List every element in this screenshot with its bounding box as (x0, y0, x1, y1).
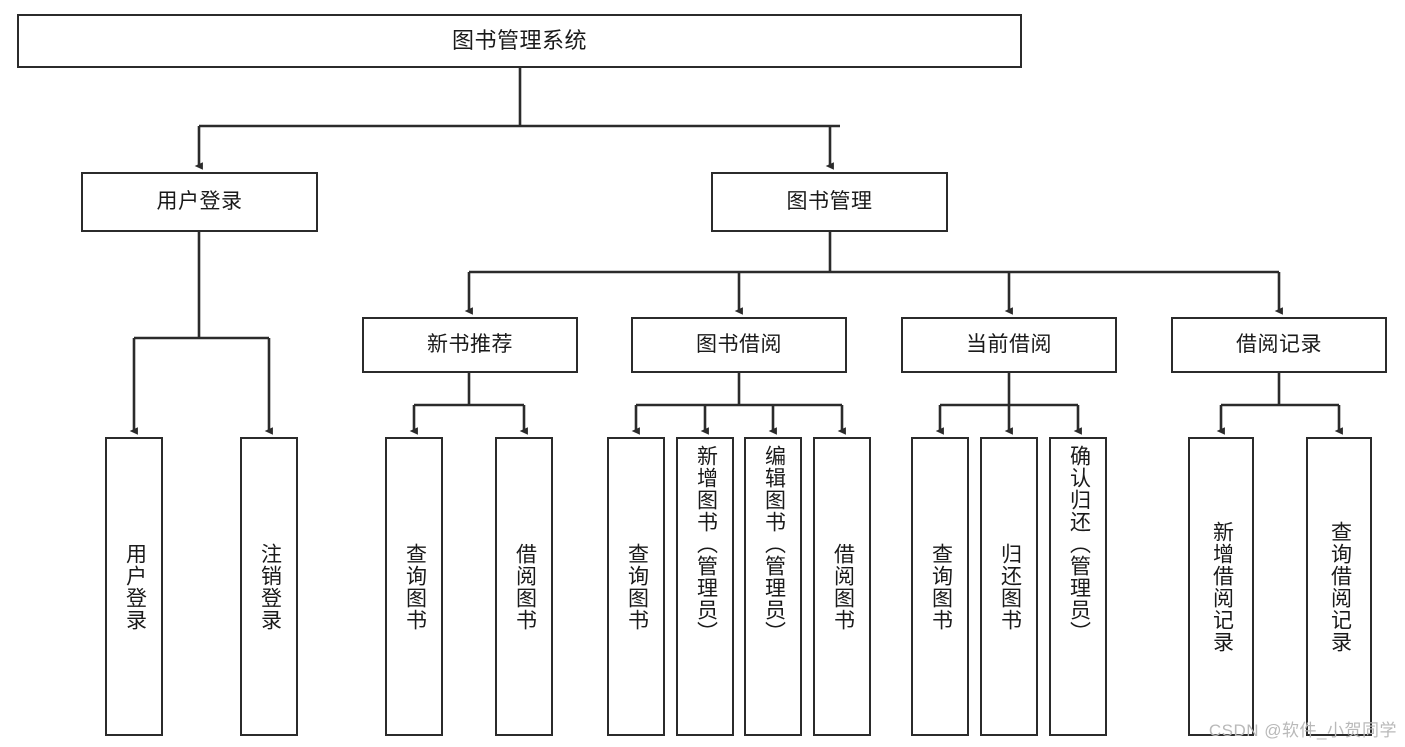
leaf-label: 编辑图书（管理员） (762, 445, 786, 643)
node-label: 图书管理 (786, 190, 873, 214)
node-current-borrow[interactable]: 当前借阅 (901, 317, 1117, 373)
node-book-management[interactable]: 图书管理 (711, 172, 948, 232)
leaf-label: 新增图书（管理员） (694, 445, 718, 643)
leaf-borrowrecord-add-record[interactable]: 新增借阅记录 (1188, 437, 1254, 736)
leaf-borrowrecord-query-record[interactable]: 查询借阅记录 (1306, 437, 1372, 736)
node-root-book-management-system[interactable]: 图书管理系统 (17, 14, 1022, 68)
leaf-bookborrow-query-book[interactable]: 查询图书 (607, 437, 665, 736)
leaf-user-login[interactable]: 用户登录 (105, 437, 163, 736)
leaf-label: 查询图书 (625, 542, 649, 631)
leaf-bookborrow-add-book-admin[interactable]: 新增图书（管理员） (676, 437, 734, 736)
leaf-newbook-borrow-book[interactable]: 借阅图书 (495, 437, 553, 736)
leaf-bookborrow-edit-book-admin[interactable]: 编辑图书（管理员） (744, 437, 802, 736)
node-label: 图书管理系统 (451, 27, 587, 53)
leaf-logout[interactable]: 注销登录 (240, 437, 298, 736)
leaf-label: 用户登录 (123, 542, 147, 631)
leaf-label: 借阅图书 (513, 542, 537, 631)
leaf-label: 借阅图书 (831, 542, 855, 631)
leaf-label: 查询借阅记录 (1328, 520, 1352, 653)
leaf-currentborrow-confirm-return-admin[interactable]: 确认归还（管理员） (1049, 437, 1107, 736)
node-label: 用户登录 (156, 190, 243, 214)
leaf-label: 归还图书 (998, 542, 1022, 631)
node-label: 借阅记录 (1236, 333, 1322, 357)
node-book-borrow[interactable]: 图书借阅 (631, 317, 847, 373)
leaf-newbook-query-book[interactable]: 查询图书 (385, 437, 443, 736)
leaf-currentborrow-query-book[interactable]: 查询图书 (911, 437, 969, 736)
leaf-currentborrow-return-book[interactable]: 归还图书 (980, 437, 1038, 736)
node-borrow-record[interactable]: 借阅记录 (1171, 317, 1387, 373)
node-label: 图书借阅 (696, 333, 782, 357)
leaf-label: 查询图书 (403, 542, 427, 631)
leaf-label: 查询图书 (929, 542, 953, 631)
node-user-login[interactable]: 用户登录 (81, 172, 318, 232)
leaf-label: 注销登录 (258, 542, 282, 631)
leaf-label: 确认归还（管理员） (1067, 445, 1091, 643)
leaf-label: 新增借阅记录 (1210, 520, 1234, 653)
node-label: 新书推荐 (427, 333, 513, 357)
node-new-book-recommend[interactable]: 新书推荐 (362, 317, 578, 373)
leaf-bookborrow-borrow-book[interactable]: 借阅图书 (813, 437, 871, 736)
node-label: 当前借阅 (966, 333, 1052, 357)
